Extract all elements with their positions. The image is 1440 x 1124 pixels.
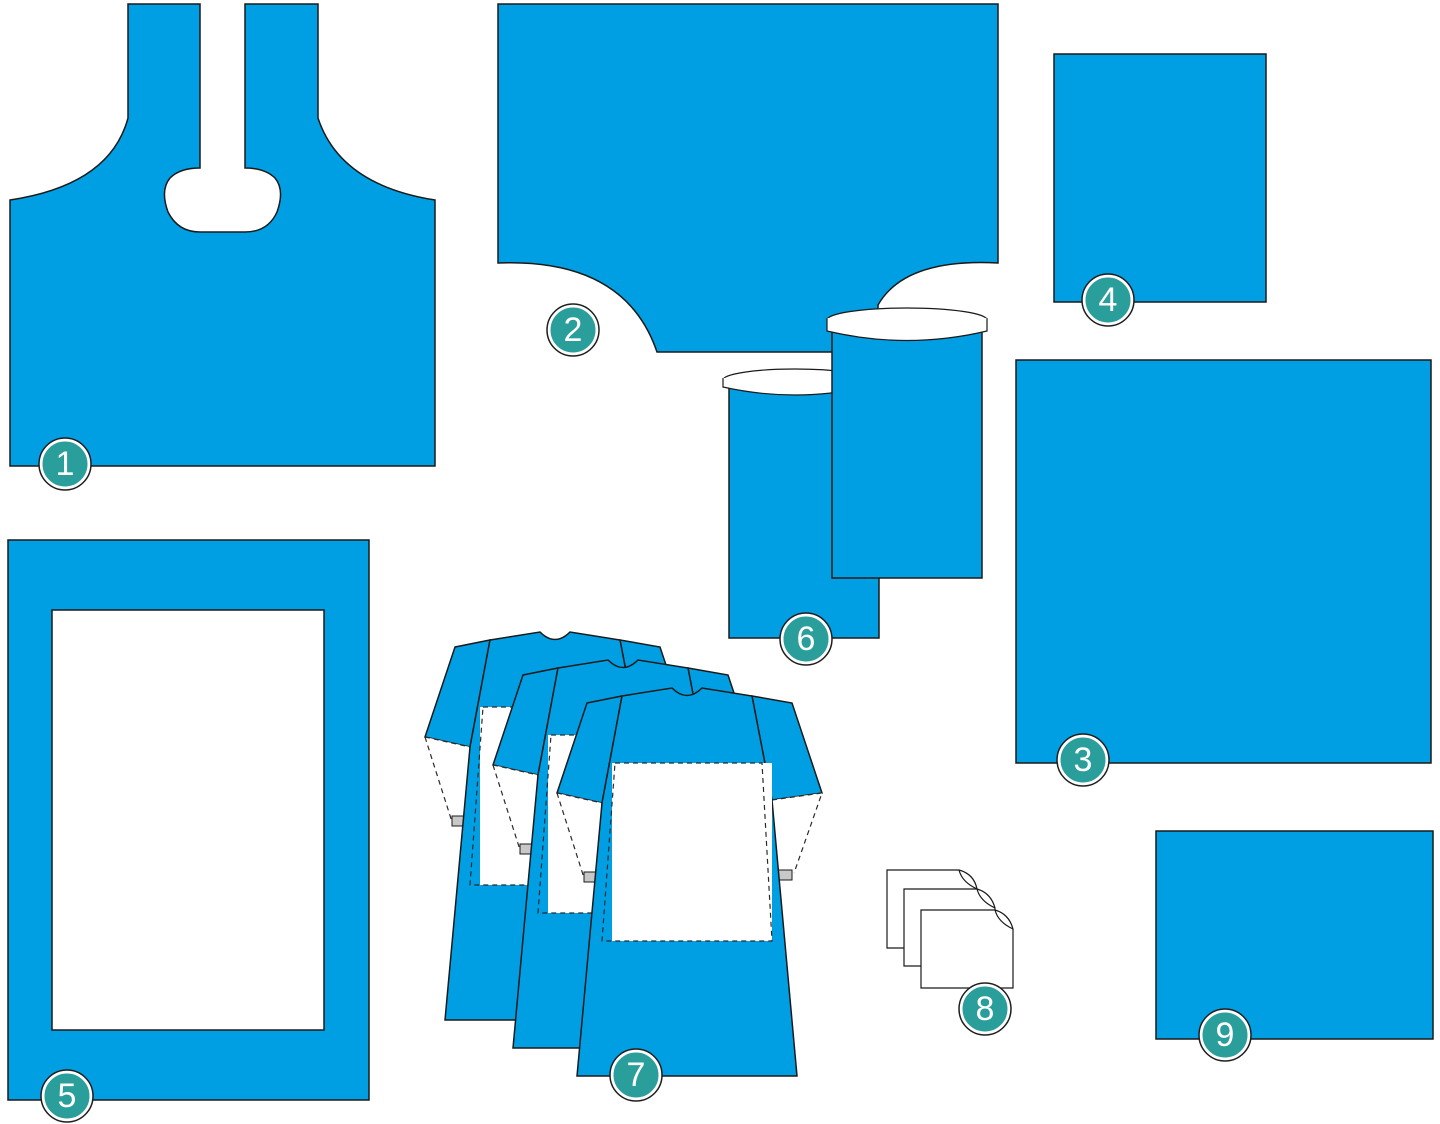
badge-4-label: 4 <box>1099 281 1118 319</box>
drape-item-1 <box>10 4 435 466</box>
badge-3-label: 3 <box>1074 741 1093 779</box>
badge-7: 7 <box>610 1049 662 1101</box>
badge-1-label: 1 <box>56 445 75 483</box>
badge-6-label: 6 <box>797 620 816 658</box>
badge-3: 3 <box>1057 734 1109 786</box>
badge-8-label: 8 <box>976 990 995 1028</box>
badge-5: 5 <box>41 1070 93 1122</box>
drape-item-5 <box>8 540 369 1100</box>
drape-item-9 <box>1156 831 1433 1039</box>
badge-7-label: 7 <box>627 1056 646 1094</box>
gown-item-7 <box>425 632 822 1076</box>
badge-9-label: 9 <box>1216 1016 1235 1054</box>
badge-2: 2 <box>547 304 599 356</box>
badge-9: 9 <box>1199 1009 1251 1061</box>
drape-item-4 <box>1054 54 1266 302</box>
badge-1: 1 <box>39 438 91 490</box>
drape-item-2 <box>498 4 998 352</box>
badge-8: 8 <box>959 983 1011 1035</box>
badge-4: 4 <box>1082 274 1134 326</box>
drape-item-3 <box>1016 360 1431 763</box>
towel-item-8 <box>887 870 1013 988</box>
badge-5-label: 5 <box>58 1077 77 1115</box>
badge-6: 6 <box>780 613 832 665</box>
cover-item-6 <box>723 308 987 638</box>
badge-2-label: 2 <box>564 311 583 349</box>
